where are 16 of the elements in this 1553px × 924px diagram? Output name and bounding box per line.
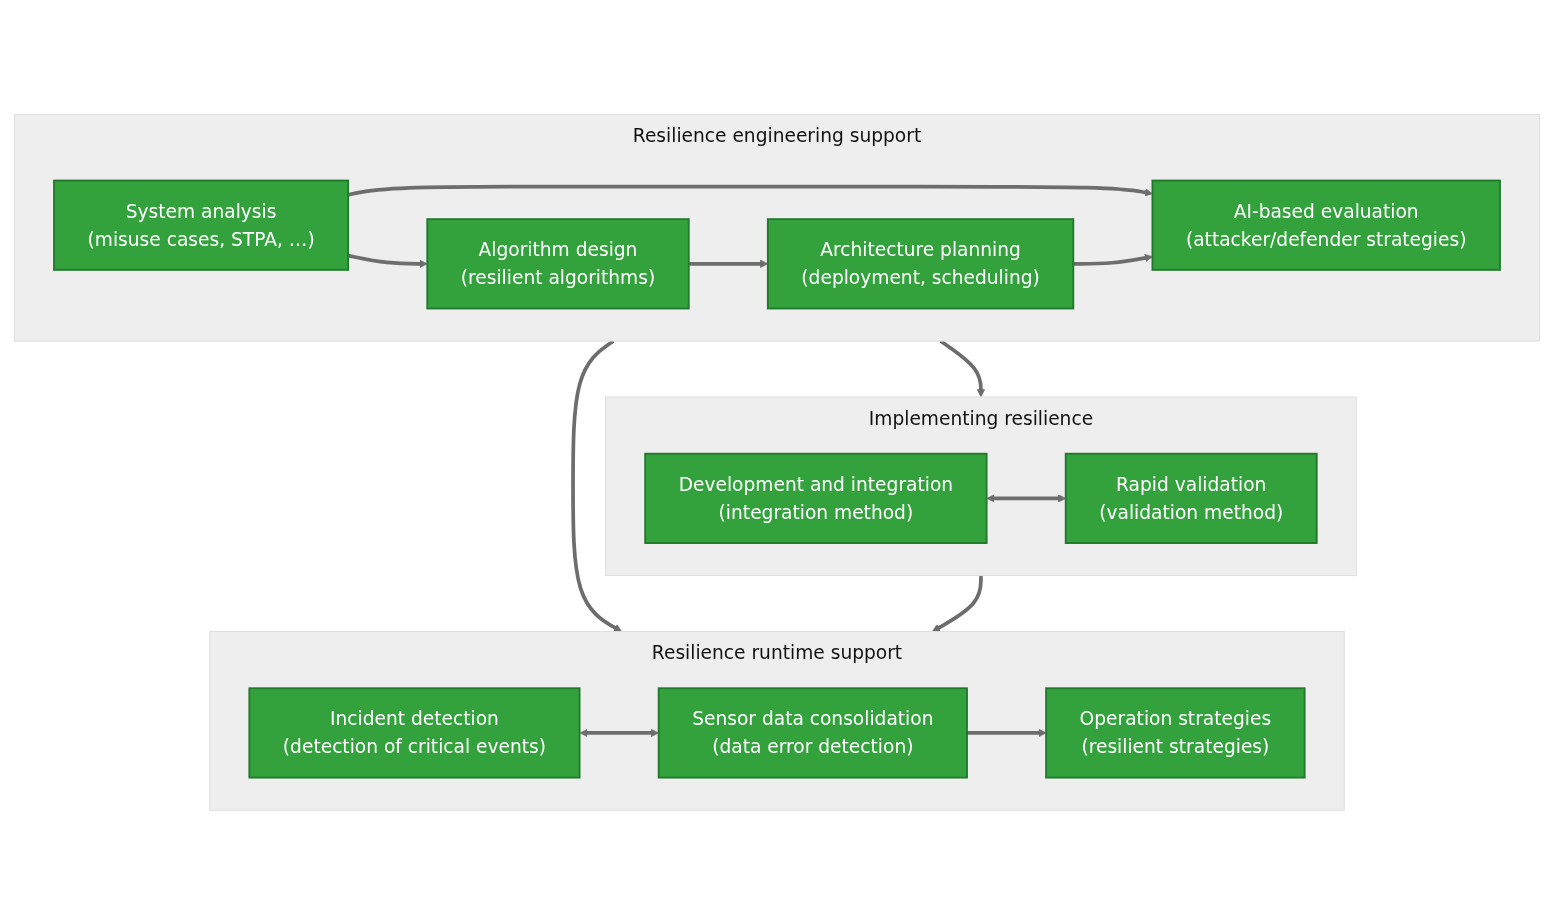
node-box: Incident detection (detection of critical events) xyxy=(247,687,580,779)
node-box: System analysis (misuse cases, STPA, …) xyxy=(52,179,349,271)
arrow xyxy=(966,728,1046,737)
arrow xyxy=(579,728,659,737)
node-box: AI-based evaluation (attacker/defender strategies) xyxy=(1151,179,1501,271)
node-box: Rapid validation (validation method) xyxy=(1064,452,1318,544)
node-box: Architecture planning (deployment, scheduling) xyxy=(766,217,1074,310)
arrow xyxy=(688,259,768,268)
arrow xyxy=(986,493,1066,503)
node-box: Operation strategies (resilient strategies) xyxy=(1044,687,1306,779)
arrow xyxy=(931,575,983,632)
node-box: Algorithm design (resilient algorithms) xyxy=(425,217,690,310)
arrow xyxy=(939,339,985,397)
arrow xyxy=(570,339,622,632)
node-box: Development and integration (integration method) xyxy=(643,452,988,544)
node-box: Sensor data consolidation (data error detection) xyxy=(657,687,968,779)
